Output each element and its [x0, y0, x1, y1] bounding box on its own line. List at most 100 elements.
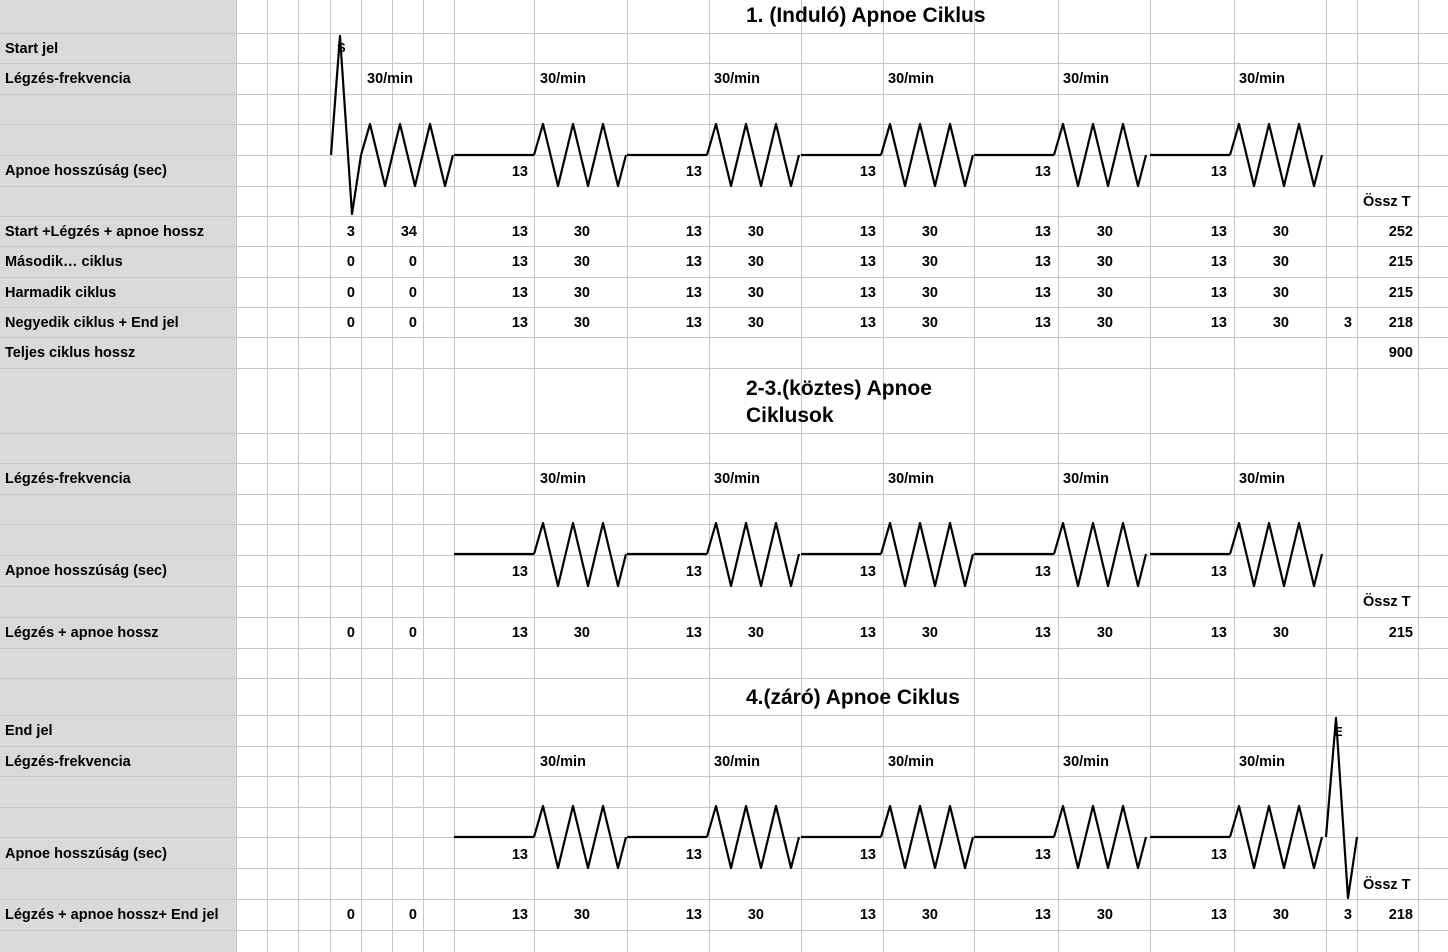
- section-1-breathing-wave: [1052, 122, 1148, 188]
- table-cell: 0: [408, 315, 417, 331]
- table-cell: 13: [685, 907, 702, 923]
- row-label-start-jel: Start jel: [5, 41, 59, 57]
- total-cell: 218: [1388, 315, 1413, 331]
- rate-label: 30/min: [714, 754, 760, 770]
- table-cell: 13: [1210, 907, 1227, 923]
- section-3-breathing-wave: [532, 804, 628, 870]
- table-cell: 0: [408, 285, 417, 301]
- row-label-legzes-frekvencia: Légzés-frekvencia: [5, 471, 131, 487]
- table-cell: 13: [1034, 224, 1051, 240]
- table-cell: 30: [921, 224, 938, 240]
- table-cell: 30: [1272, 315, 1289, 331]
- row-label-teljes-ciklus-hossz: Teljes ciklus hossz: [5, 345, 136, 361]
- section-1-breathing-wave: [879, 122, 975, 188]
- section-2-title-line-1: 2-3.(köztes) Apnoe: [746, 377, 932, 400]
- table-cell: 30: [921, 254, 938, 270]
- table-cell: 13: [511, 315, 528, 331]
- rate-label: 30/min: [1239, 71, 1285, 87]
- total-cell: 218: [1388, 907, 1413, 923]
- table-cell: 0: [408, 907, 417, 923]
- table-cell: 13: [859, 625, 876, 641]
- total-header: Össz T: [1363, 594, 1411, 610]
- table-cell: 30: [573, 315, 590, 331]
- row-label-harmadik-ciklus: Harmadik ciklus: [5, 285, 117, 301]
- apnea-value: 13: [859, 164, 876, 180]
- table-cell: 13: [1034, 625, 1051, 641]
- table-cell: 13: [685, 625, 702, 641]
- total-cell: 215: [1388, 625, 1413, 641]
- end-cell: 3: [1343, 315, 1352, 331]
- table-cell: 3: [346, 224, 355, 240]
- rate-label: 30/min: [540, 71, 586, 87]
- table-cell: 13: [685, 315, 702, 331]
- end-cell: 3: [1343, 907, 1352, 923]
- row-label-legzes-apnoe-hossz: Légzés + apnoe hossz: [5, 625, 159, 641]
- rate-label: 30/min: [714, 71, 760, 87]
- table-cell: 30: [573, 254, 590, 270]
- rate-label: 30/min: [540, 754, 586, 770]
- table-cell: 30: [1096, 224, 1113, 240]
- total-cell: 215: [1388, 285, 1413, 301]
- row-label-legzes-frekvencia: Légzés-frekvencia: [5, 754, 131, 770]
- row-label-apnoe-hosszusag: Apnoe hosszúság (sec): [5, 563, 167, 579]
- section-3-title: 4.(záró) Apnoe Ciklus: [746, 686, 960, 709]
- table-cell: 30: [1272, 285, 1289, 301]
- row-label-legzes-apnoe-end-jel: Légzés + apnoe hossz+ End jel: [5, 907, 219, 923]
- table-cell: 0: [346, 625, 355, 641]
- apnea-value: 13: [685, 847, 702, 863]
- table-cell: 13: [1210, 254, 1227, 270]
- table-cell: 34: [400, 224, 417, 240]
- table-cell: 30: [1096, 907, 1113, 923]
- section-2-breathing-wave: [532, 521, 628, 588]
- section-1-title: 1. (Induló) Apnoe Ciklus: [746, 4, 986, 27]
- row-label-apnoe-hosszusag: Apnoe hosszúság (sec): [5, 163, 167, 179]
- section-3-breathing-wave: [1052, 804, 1148, 870]
- apnea-value: 13: [511, 164, 528, 180]
- table-cell: 30: [921, 907, 938, 923]
- rate-label: 30/min: [1239, 471, 1285, 487]
- apnea-value: 13: [511, 564, 528, 580]
- section-2-breathing-wave: [879, 521, 975, 588]
- table-cell: 0: [408, 625, 417, 641]
- rate-label: 30/min: [888, 471, 934, 487]
- total-cell: 900: [1388, 345, 1413, 361]
- table-cell: 30: [747, 907, 764, 923]
- table-cell: 30: [747, 315, 764, 331]
- section-3-breathing-wave: [879, 804, 975, 870]
- section-2-breathing-wave: [705, 521, 801, 588]
- end-spike: [1324, 716, 1359, 900]
- table-cell: 30: [573, 625, 590, 641]
- table-cell: 30: [1096, 315, 1113, 331]
- section-2-breathing-wave: [1228, 521, 1324, 588]
- apnea-value: 13: [1034, 564, 1051, 580]
- row-label-end-jel: End jel: [5, 723, 53, 739]
- apnea-value: 13: [1210, 564, 1227, 580]
- table-cell: 13: [511, 907, 528, 923]
- row-label-start-legzes-apnoe: Start +Légzés + apnoe hossz: [5, 224, 205, 240]
- table-cell: 30: [747, 625, 764, 641]
- table-cell: 13: [859, 315, 876, 331]
- row-label-masodik-ciklus: Második… ciklus: [5, 254, 123, 270]
- table-cell: 13: [511, 254, 528, 270]
- rate-label: 30/min: [888, 754, 934, 770]
- end-marker: E: [1334, 724, 1343, 739]
- apnea-value: 13: [511, 847, 528, 863]
- table-cell: 13: [1210, 315, 1227, 331]
- start-marker: S: [337, 40, 346, 55]
- section-1-breathing-wave: [705, 122, 801, 188]
- table-cell: 30: [573, 907, 590, 923]
- table-cell: 30: [1272, 224, 1289, 240]
- total-header: Össz T: [1363, 877, 1411, 893]
- apnea-value: 13: [1034, 847, 1051, 863]
- table-cell: 13: [859, 907, 876, 923]
- section-1-breathing-wave: [532, 122, 628, 188]
- total-header: Össz T: [1363, 194, 1411, 210]
- table-cell: 13: [1034, 315, 1051, 331]
- table-cell: 13: [1210, 224, 1227, 240]
- row-label-apnoe-hosszusag: Apnoe hosszúság (sec): [5, 846, 167, 862]
- apnea-value: 13: [1034, 164, 1051, 180]
- table-cell: 13: [685, 224, 702, 240]
- table-cell: 30: [573, 224, 590, 240]
- table-cell: 13: [511, 224, 528, 240]
